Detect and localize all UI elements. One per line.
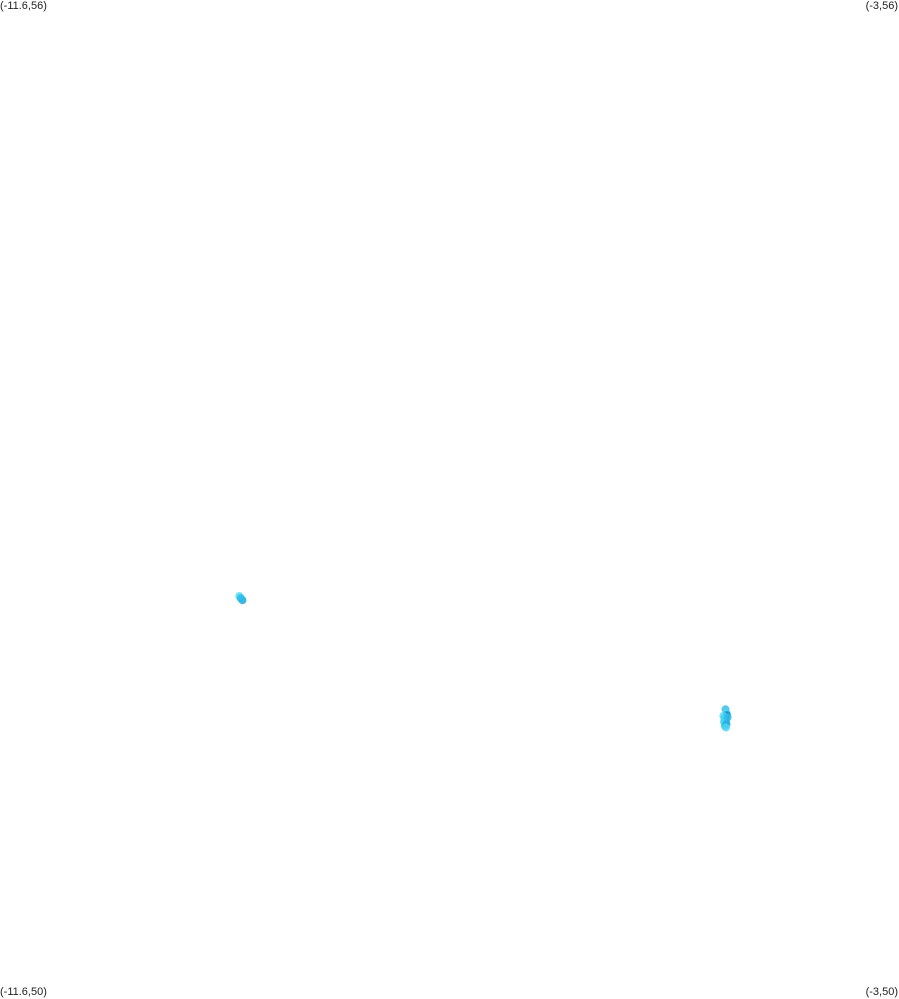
- top-left-coordinate-label: (-11.6,56): [0, 0, 47, 12]
- data-point: [723, 713, 732, 722]
- bottom-left-coordinate-label: (-11.6,50): [0, 986, 47, 998]
- data-point: [237, 594, 245, 603]
- bottom-right-coordinate-label: (-3,50): [865, 986, 898, 998]
- top-right-coordinate-label: (-3,56): [865, 0, 898, 12]
- data-point: [722, 723, 730, 732]
